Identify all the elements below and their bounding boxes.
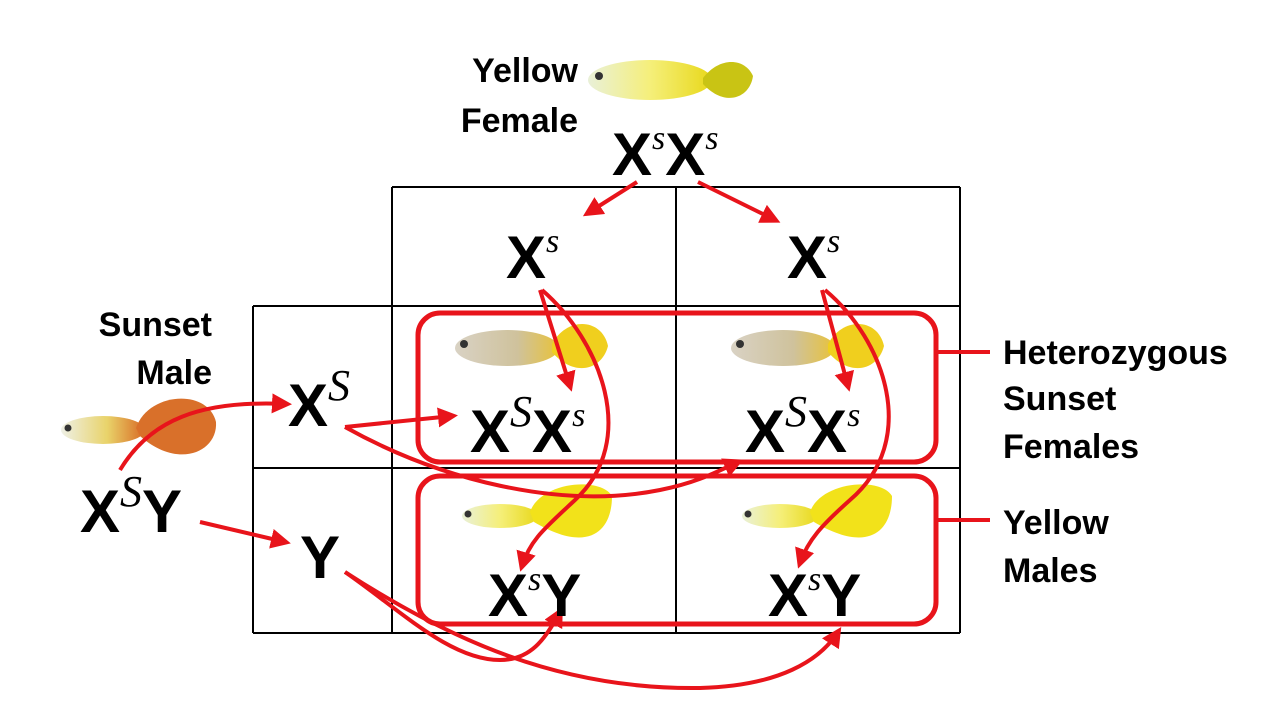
cell-genotype-r1c1: XSXs (470, 387, 585, 465)
arrow-col2-to-cell12 (820, 289, 854, 392)
cell-genotype-r2c1: XsY (488, 561, 581, 629)
annotation-yellow-males-line2: Males (1003, 552, 1098, 590)
annotation-yellow-males-line1: Yellow (1003, 504, 1109, 542)
annotation-heterozygous-line3: Females (1003, 428, 1139, 466)
arrow-rowXS-to-cell11 (344, 407, 458, 429)
arrow-female-to-col2 (697, 180, 781, 223)
cell-genotype-r2c2: XsY (768, 561, 861, 629)
row-header-1: XS (288, 361, 350, 439)
row-header-2: Y (300, 524, 340, 591)
arrow-col1-to-cell21 (516, 288, 611, 572)
arrow-col1-to-cell11 (538, 289, 576, 392)
yellow-female-fish-icon (588, 60, 753, 100)
male-label-line1: Sunset (99, 306, 212, 344)
heterozygous-females-box (415, 310, 939, 465)
arrow-male-to-rowY (199, 520, 291, 549)
yellow-male-fish-icon (742, 484, 892, 538)
yellow-males-box (415, 473, 939, 627)
arrow-col2-to-cell22 (795, 288, 891, 569)
cell-genotype-r1c2: XSXs (745, 387, 860, 465)
column-header-2: Xs (787, 223, 840, 291)
male-label-line2: Male (136, 354, 212, 392)
male-genotype: XSY (80, 467, 182, 545)
arrow-male-to-rowXS (118, 393, 292, 472)
annotation-heterozygous-line1: Heterozygous (1003, 334, 1228, 372)
arrow-female-to-col1 (582, 180, 639, 217)
female-label-line2: Female (461, 102, 578, 140)
annotation-heterozygous-line2: Sunset (1003, 380, 1116, 418)
arrow-rowY-to-cell21 (343, 570, 563, 663)
female-genotype: XsXs (612, 120, 719, 188)
female-label-line1: Yellow (472, 52, 578, 90)
punnett-grid (252, 186, 961, 634)
column-header-1: Xs (506, 223, 559, 291)
